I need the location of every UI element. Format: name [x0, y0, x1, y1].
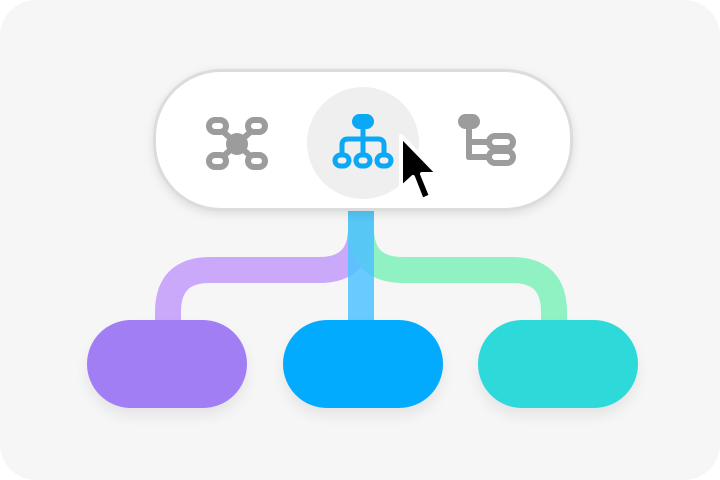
org-chart-icon	[332, 114, 394, 169]
mind-map-layout-button[interactable]	[185, 87, 297, 199]
layout-switcher	[153, 69, 573, 211]
left-branch-connector	[155, 210, 374, 330]
arrow-cursor-icon	[399, 134, 440, 202]
child-node-left[interactable]	[87, 320, 247, 408]
logic-tree-icon	[458, 114, 516, 166]
logic-tree-layout-button[interactable]	[429, 87, 541, 199]
child-node-right[interactable]	[478, 320, 638, 408]
child-node-center[interactable]	[283, 320, 443, 408]
mind-map-icon	[206, 117, 268, 170]
right-branch-connector	[348, 210, 567, 330]
